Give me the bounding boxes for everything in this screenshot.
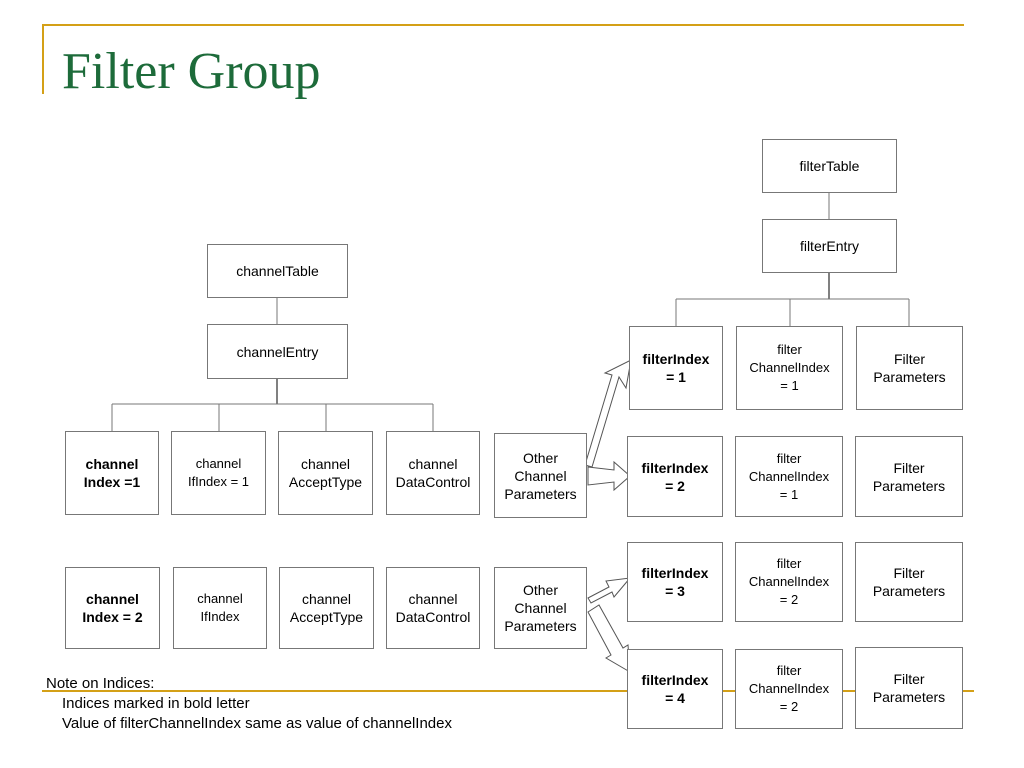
arrow-to-filter-1 bbox=[584, 359, 632, 468]
notes: Note on Indices: Indices marked in bold … bbox=[46, 674, 452, 734]
arrow-to-filter-3 bbox=[587, 577, 632, 604]
filter-index-1-box: filterIndex= 1 bbox=[629, 326, 723, 410]
channel-entry-box: channelEntry bbox=[207, 324, 348, 379]
arrow-to-filter-4 bbox=[587, 604, 631, 673]
filter-index-4-box: filterIndex= 4 bbox=[627, 649, 723, 729]
channel-table-box: channelTable bbox=[207, 244, 348, 298]
arrow-to-filter-2 bbox=[587, 460, 631, 492]
left-rule bbox=[42, 24, 44, 94]
page-title: Filter Group bbox=[62, 43, 321, 100]
bottom-rule bbox=[42, 690, 974, 692]
filter-index-3-box: filterIndex= 3 bbox=[627, 542, 723, 622]
top-rule bbox=[42, 24, 964, 26]
notes-line-1: Indices marked in bold letter bbox=[62, 695, 250, 712]
filter-entry-box: filterEntry bbox=[762, 219, 897, 273]
notes-heading: Note on Indices: bbox=[46, 675, 155, 692]
notes-line-2: Value of filterChannelIndex same as valu… bbox=[62, 715, 452, 732]
filter-table-box: filterTable bbox=[762, 139, 897, 193]
filter-index-2-box: filterIndex= 2 bbox=[627, 436, 723, 517]
